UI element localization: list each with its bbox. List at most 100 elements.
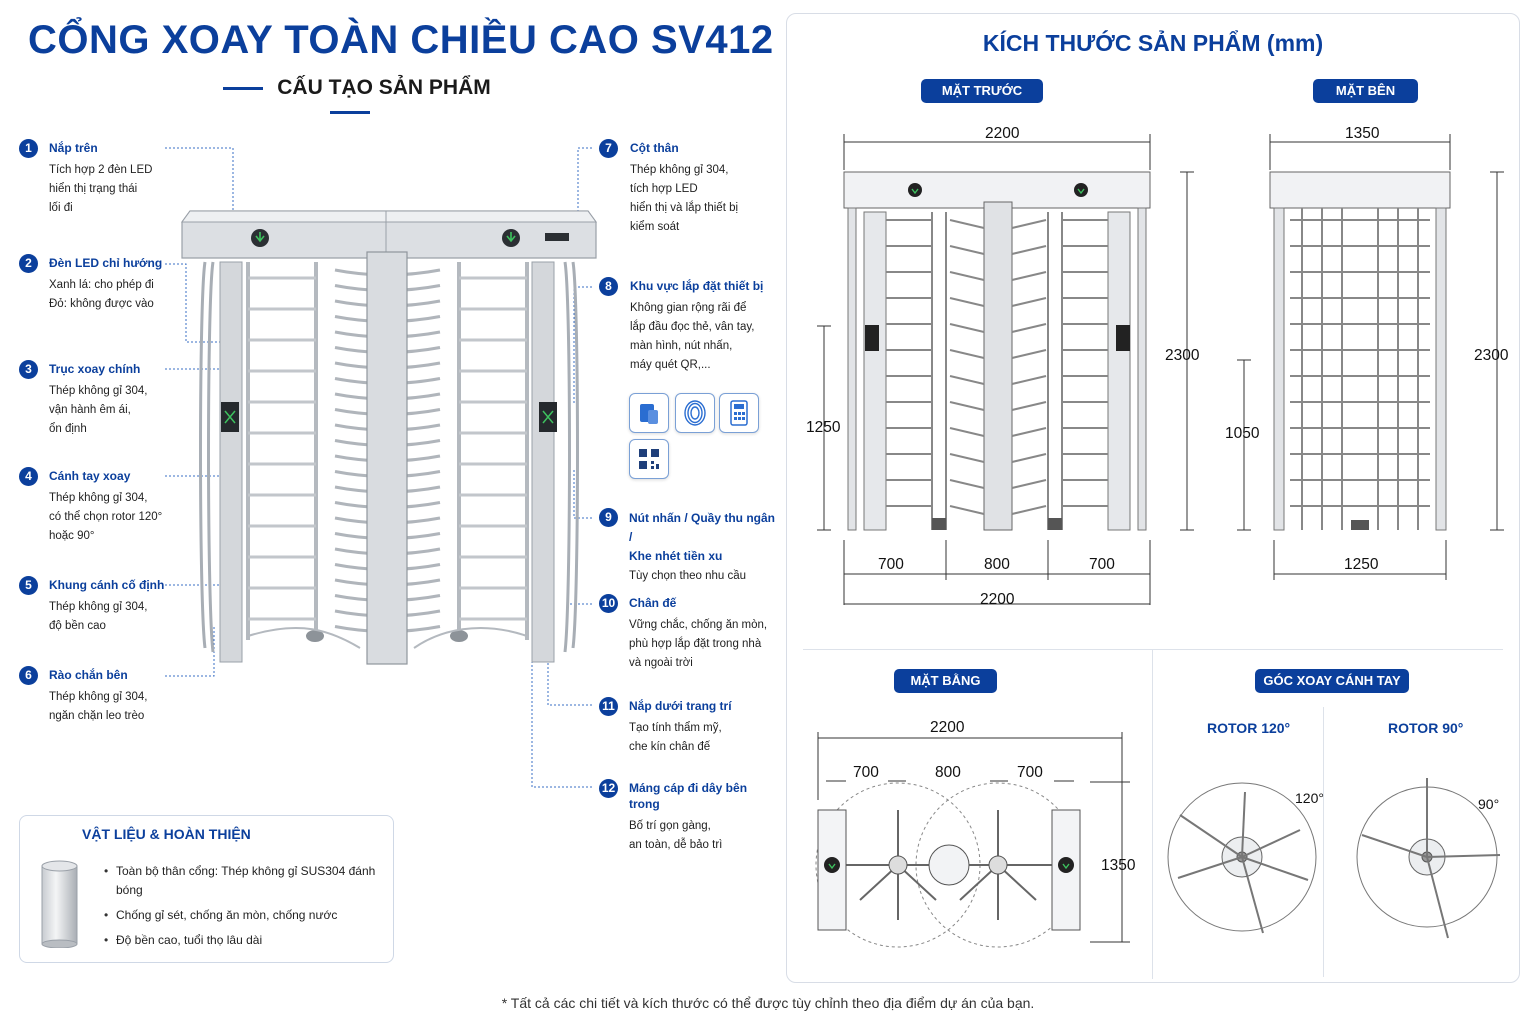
callout-desc: Thép không gỉ 304, tích hợp LED hiển thị… xyxy=(630,164,739,233)
steel-cylinder-icon xyxy=(41,860,78,948)
front-bar xyxy=(1011,349,1047,359)
front-height: 2300 xyxy=(1165,347,1200,364)
callout-desc: Không gian rộng rãi để lắp đầu đọc thẻ, … xyxy=(630,302,755,371)
front-device-height: 1250 xyxy=(806,419,841,436)
callout-desc: Bố trí gọn gàng, an toàn, dễ bảo trì xyxy=(629,820,723,851)
callout-number: 12 xyxy=(599,779,618,798)
rotor-120-diagram xyxy=(1167,782,1317,934)
plan-view-drawing xyxy=(815,732,1130,948)
front-seg-left: 700 xyxy=(878,556,904,573)
callout-number: 7 xyxy=(599,139,618,158)
callout-number: 3 xyxy=(19,360,38,379)
front-bar xyxy=(949,375,985,385)
front-seg-mid: 800 xyxy=(984,556,1010,573)
divider xyxy=(1323,707,1324,977)
callout-number: 11 xyxy=(599,697,618,716)
front-bar xyxy=(949,297,985,307)
rotor-120-label: ROTOR 120° xyxy=(1207,720,1291,736)
side-view-label: MẶT BÊN xyxy=(1313,79,1418,103)
rotation-label: GÓC XOAY CÁNH TAY xyxy=(1255,669,1409,693)
front-bar xyxy=(949,271,985,281)
callout-title: Nắp dưới trang trí xyxy=(629,699,732,713)
materials-item: Toàn bộ thân cổng: Thép không gỉ SUS304 … xyxy=(104,862,386,900)
callout-number: 5 xyxy=(19,576,38,595)
front-bar xyxy=(1011,375,1047,385)
divider-right xyxy=(330,110,370,114)
plan-view-label: MẶT BẰNG xyxy=(894,669,997,693)
callout-title: Máng cáp đi dây bên trong xyxy=(629,781,748,811)
front-view-label: MẶT TRƯỚC xyxy=(921,79,1043,103)
callout-desc: Thép không gỉ 304, ngăn chặn leo trèo xyxy=(49,691,148,722)
callout-title: Cột thân xyxy=(630,141,679,155)
angle-90: 90° xyxy=(1478,796,1500,812)
front-bar xyxy=(1011,219,1047,229)
side-width-bottom: 1250 xyxy=(1344,556,1379,573)
front-seg-right: 700 xyxy=(1089,556,1115,573)
callout-title: Khu vực lắp đặt thiết bị xyxy=(630,279,764,293)
front-bar xyxy=(949,505,985,515)
front-bar xyxy=(1011,401,1047,411)
front-bar xyxy=(1011,427,1047,437)
callout-title: Rào chắn bên xyxy=(49,668,128,682)
callout-title: Nắp trên xyxy=(49,141,98,155)
callout-number: 6 xyxy=(19,666,38,685)
fixed-wing-bars xyxy=(248,276,527,621)
front-bar xyxy=(1011,453,1047,463)
callout-title: Chân đế xyxy=(629,596,677,610)
side-view-drawing xyxy=(1237,134,1504,580)
front-bar xyxy=(949,453,985,463)
callout-number: 8 xyxy=(599,277,618,296)
materials-item: Chống gỉ sét, chống ăn mòn, chống nước xyxy=(104,906,386,925)
callout-desc: Thép không gỉ 304, độ bền cao xyxy=(49,601,148,632)
callout-number: 4 xyxy=(19,467,38,486)
materials-item: Độ bền cao, tuổi thọ lâu dài xyxy=(104,931,386,950)
callout-number: 10 xyxy=(599,594,618,613)
footnote: * Tất cả các chi tiết và kích thước có t… xyxy=(501,995,1035,1011)
divider-left xyxy=(223,86,264,90)
rotor-90-diagram xyxy=(1356,778,1501,939)
card-reader-icon xyxy=(629,393,669,433)
callout-number: 9 xyxy=(599,508,618,527)
qr-code-icon xyxy=(629,439,669,479)
callout-title: Đèn LED chỉ hướng xyxy=(49,256,163,270)
callout-desc: Tạo tính thẩm mỹ, che kín chân đế xyxy=(629,722,722,753)
fingerprint-icon xyxy=(675,393,715,433)
callout-number: 2 xyxy=(19,254,38,273)
front-bar xyxy=(1011,271,1047,281)
front-bar xyxy=(949,245,985,255)
callout-title: Nút nhấn / Quầy thu ngân / Khe nhét tiền… xyxy=(629,511,775,563)
callout-title: Cánh tay xoay xyxy=(49,469,131,483)
front-bar xyxy=(949,479,985,489)
front-bar xyxy=(1011,297,1047,307)
side-width-top: 1350 xyxy=(1345,125,1380,142)
page-title: CỔNG XOAY TOÀN CHIỀU CAO SV412 xyxy=(28,18,774,62)
front-width-bottom: 2200 xyxy=(980,591,1015,608)
front-bar xyxy=(949,427,985,437)
callout-desc: Tích hợp 2 đèn LED hiển thị trạng thái l… xyxy=(49,164,153,214)
rotor-90-label: ROTOR 90° xyxy=(1388,720,1464,736)
callout-desc: Thép không gỉ 304, có thể chọn rotor 120… xyxy=(49,492,163,542)
plan-depth: 1350 xyxy=(1101,857,1136,874)
plan-seg-right: 700 xyxy=(1017,764,1043,781)
divider xyxy=(1152,649,1153,979)
angle-120: 120° xyxy=(1295,790,1324,806)
materials-list: Toàn bộ thân cổng: Thép không gỉ SUS304 … xyxy=(104,862,386,956)
front-bar xyxy=(949,323,985,333)
plan-width: 2200 xyxy=(930,719,965,736)
front-width-top: 2200 xyxy=(985,125,1020,142)
front-bar xyxy=(1011,323,1047,333)
front-bar xyxy=(949,349,985,359)
front-bar xyxy=(1011,479,1047,489)
materials-panel: VẬT LIỆU & HOÀN THIỆN Toàn bộ thân cổng:… xyxy=(19,815,394,963)
side-height: 2300 xyxy=(1474,347,1509,364)
callout-desc: Vững chắc, chống ăn mòn, phù hợp lắp đặt… xyxy=(629,619,768,669)
callout-desc: Thép không gỉ 304, vận hành êm ái, ổn đị… xyxy=(49,385,148,435)
front-bar xyxy=(949,401,985,411)
divider xyxy=(803,649,1503,650)
callout-desc: Tùy chọn theo nhu cầu xyxy=(629,570,746,582)
turnstile-illustration xyxy=(165,147,597,788)
keypad-icon xyxy=(719,393,759,433)
plan-seg-mid: 800 xyxy=(935,764,961,781)
side-device-height: 1050 xyxy=(1225,425,1260,442)
front-bar xyxy=(1011,245,1047,255)
